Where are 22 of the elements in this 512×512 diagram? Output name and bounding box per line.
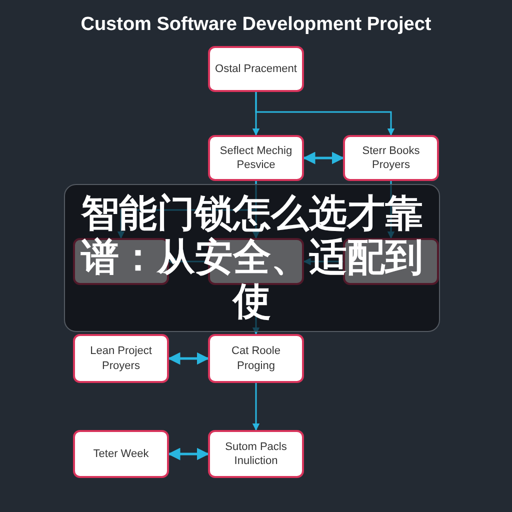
arrow <box>255 92 395 136</box>
box-label: Ostal Pracement <box>214 62 298 76</box>
box-label: Lean Project Proyers <box>89 344 153 373</box>
arrow <box>252 383 260 431</box>
diagram-title: Custom Software Development Project <box>80 14 432 36</box>
arrow <box>302 152 344 164</box>
process-box <box>208 334 304 383</box>
process-box <box>343 135 439 181</box>
box-label: Sutom Pacls Inuliction <box>224 440 288 468</box>
arrow <box>252 181 260 239</box>
process-box <box>208 46 304 92</box>
box-label: Seflect Mechig Pesvice <box>218 144 294 172</box>
process-box <box>73 334 169 383</box>
process-box <box>73 430 169 478</box>
arrow <box>168 448 210 460</box>
process-box <box>208 430 304 478</box>
arrow <box>387 181 395 239</box>
box-label: Cat Roole Proging <box>230 344 282 373</box>
arrow <box>168 352 210 365</box>
process-box <box>208 135 304 181</box>
box-label: Sterr Books Proyers <box>361 144 421 172</box>
box-label: Teter Week <box>92 446 150 462</box>
